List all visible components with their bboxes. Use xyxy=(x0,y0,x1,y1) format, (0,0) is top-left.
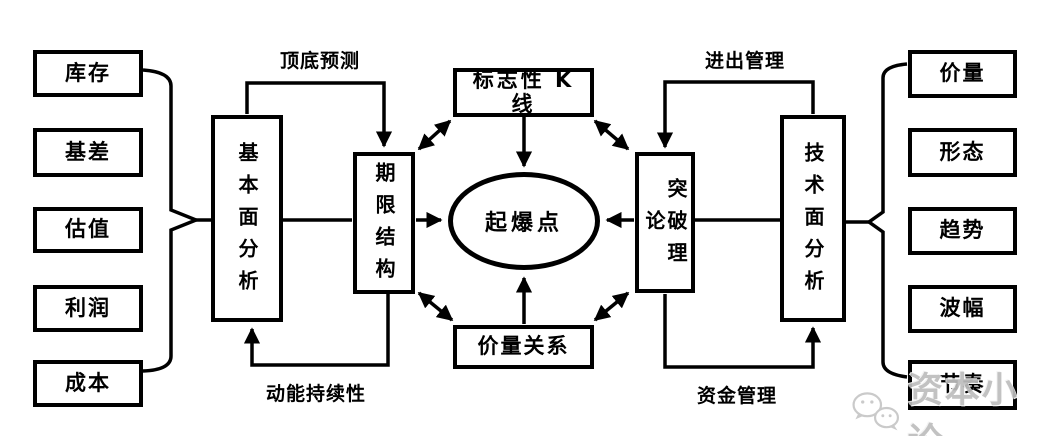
node-breakout-theory: 突破理论 xyxy=(635,152,695,293)
box-valuation: 估值 xyxy=(33,207,143,253)
node-term-structure: 期限结构 xyxy=(353,152,415,294)
label-entry-exit-management: 进出管理 xyxy=(705,50,786,72)
box-basis: 基差 xyxy=(33,128,143,177)
box-trend: 趋势 xyxy=(908,207,1017,255)
box-inventory: 库存 xyxy=(33,50,143,97)
box-amplitude: 波幅 xyxy=(908,285,1017,333)
box-cost: 成本 xyxy=(33,360,143,407)
label-momentum-persistence: 动能持续性 xyxy=(266,383,367,405)
node-trigger-point: 起爆点 xyxy=(448,172,600,270)
box-pattern: 形态 xyxy=(908,128,1017,177)
label-capital-management: 资金管理 xyxy=(697,385,778,407)
box-price-volume: 价量 xyxy=(908,50,1017,98)
label-top-bottom-prediction: 顶底预测 xyxy=(280,50,361,72)
node-technical-analysis: 技术面分析 xyxy=(780,115,846,322)
node-signal-k-line: 标志性 K 线 xyxy=(453,68,594,117)
node-fundamental-analysis: 基本面分析 xyxy=(211,115,283,322)
box-rhythm: 节奏 xyxy=(908,360,1017,410)
node-price-volume-relation: 价量关系 xyxy=(453,325,594,369)
box-profit: 利润 xyxy=(33,285,143,332)
